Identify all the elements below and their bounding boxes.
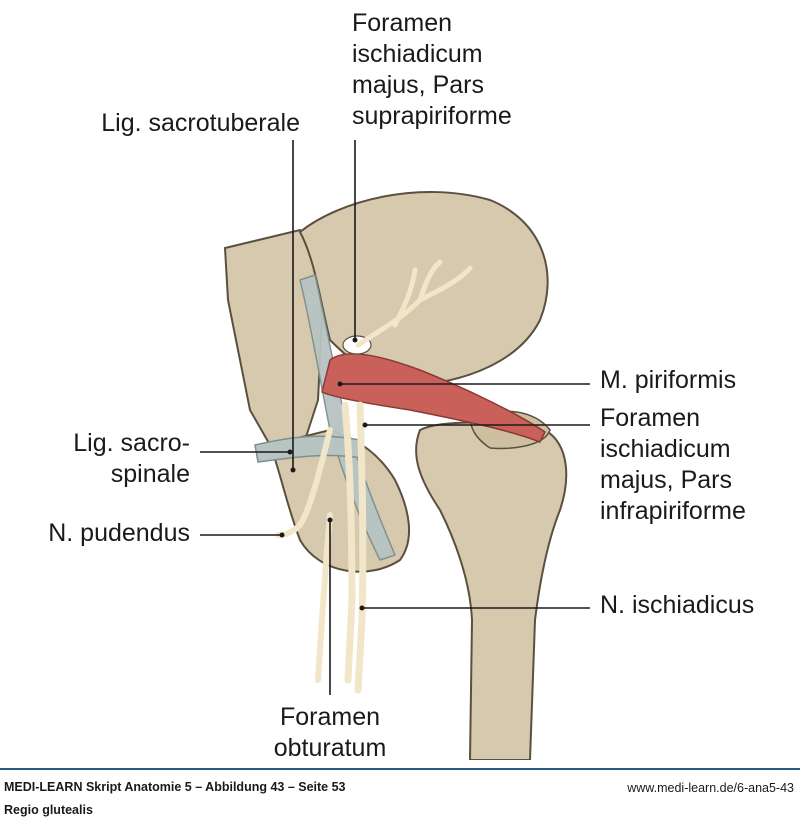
sciatic-nerve <box>341 401 367 694</box>
label-foramen-suprapiriforme: Foramen ischiadicum majus, Pars suprapir… <box>352 9 512 130</box>
footer-url[interactable]: www.medi-learn.de/6-ana5-43 <box>627 781 794 795</box>
label-foramen-obturatum: Foramen obturatum <box>273 703 387 762</box>
gluteal-nerve-branches <box>355 259 473 348</box>
label-foramen-infrapiriforme: Foramen ischiadicum majus, Pars infrapir… <box>600 404 746 525</box>
footer-divider <box>0 768 800 770</box>
label-n-pudendus: N. pudendus <box>48 519 190 547</box>
label-lig-sacrotuberale: Lig. sacrotuberale <box>101 109 300 137</box>
footer-caption: Regio glutealis <box>4 803 93 817</box>
label-lig-sacrospinale: Lig. sacro- spinale <box>73 429 190 488</box>
obturator-nerve <box>315 512 333 683</box>
femur-bone <box>415 421 568 760</box>
footer-source: MEDI-LEARN Skript Anatomie 5 – Abbildung… <box>4 780 346 794</box>
label-n-ischiadicus: N. ischiadicus <box>600 591 755 619</box>
pudendal-nerve <box>275 427 333 538</box>
pelvis-illustration <box>200 140 590 760</box>
sacrum-bone <box>223 228 324 447</box>
piriformis-muscle <box>321 353 546 443</box>
label-m-piriformis: M. piriformis <box>600 366 737 394</box>
leader-dots <box>279 337 368 611</box>
leader-lines <box>200 140 590 695</box>
